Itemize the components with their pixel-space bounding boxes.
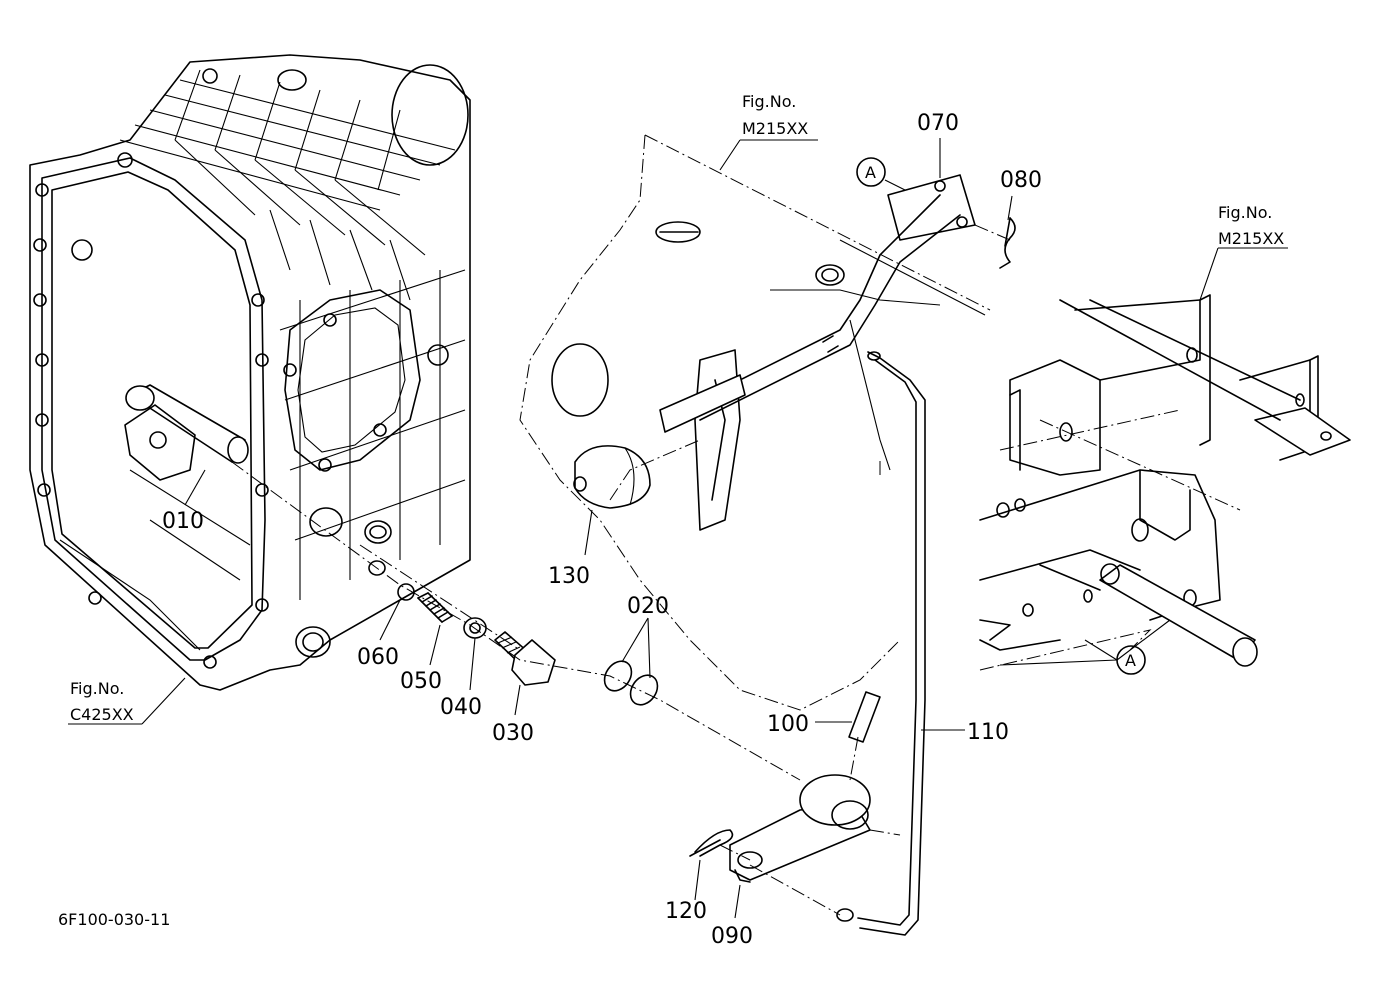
label-060: 060 <box>357 645 399 670</box>
fig-ref-left-line1: Fig.No. <box>70 679 124 698</box>
label-110: 110 <box>967 720 1009 745</box>
fig-ref-right-line1: Fig.No. <box>1218 203 1272 222</box>
part-050-spring <box>417 592 453 623</box>
figure-references: Fig.No. M215XX Fig.No. M215XX Fig.No. C4… <box>70 92 1284 724</box>
right-frame <box>979 294 1351 671</box>
part-100-pin <box>848 691 881 743</box>
part-120-clip <box>689 829 734 857</box>
marker-a-top-label: A <box>865 163 876 182</box>
marker-a-bottom-label: A <box>1125 651 1136 670</box>
drawing-code: 6F100-030-11 <box>58 910 170 929</box>
label-020: 020 <box>627 594 669 619</box>
fig-ref-top-line1: Fig.No. <box>742 92 796 111</box>
part-070-lever <box>659 174 976 433</box>
label-120: 120 <box>665 899 707 924</box>
part-020-o-rings <box>603 660 659 706</box>
part-labels: 010 020 030 040 050 060 070 080 090 100 … <box>162 111 1042 949</box>
part-110-rod <box>836 351 926 936</box>
fig-ref-top-line2: M215XX <box>742 119 808 138</box>
label-070: 070 <box>917 111 959 136</box>
center-panel <box>519 134 991 711</box>
label-010: 010 <box>162 509 204 534</box>
fig-ref-left-line2: C425XX <box>70 705 134 724</box>
label-130: 130 <box>548 564 590 589</box>
fig-ref-right-line2: M215XX <box>1218 229 1284 248</box>
label-050: 050 <box>400 669 442 694</box>
part-010-shaft <box>124 384 249 481</box>
leader-lines <box>68 138 1288 919</box>
label-100: 100 <box>767 712 809 737</box>
label-080: 080 <box>1000 168 1042 193</box>
transmission-case <box>29 54 471 691</box>
marker-a-bottom: A <box>1116 645 1146 675</box>
label-030: 030 <box>492 721 534 746</box>
part-130-knob <box>573 445 651 509</box>
part-080-clip <box>999 217 1016 269</box>
part-060-ball <box>397 583 415 601</box>
marker-a-top: A <box>856 157 886 187</box>
label-090: 090 <box>711 924 753 949</box>
label-040: 040 <box>440 695 482 720</box>
